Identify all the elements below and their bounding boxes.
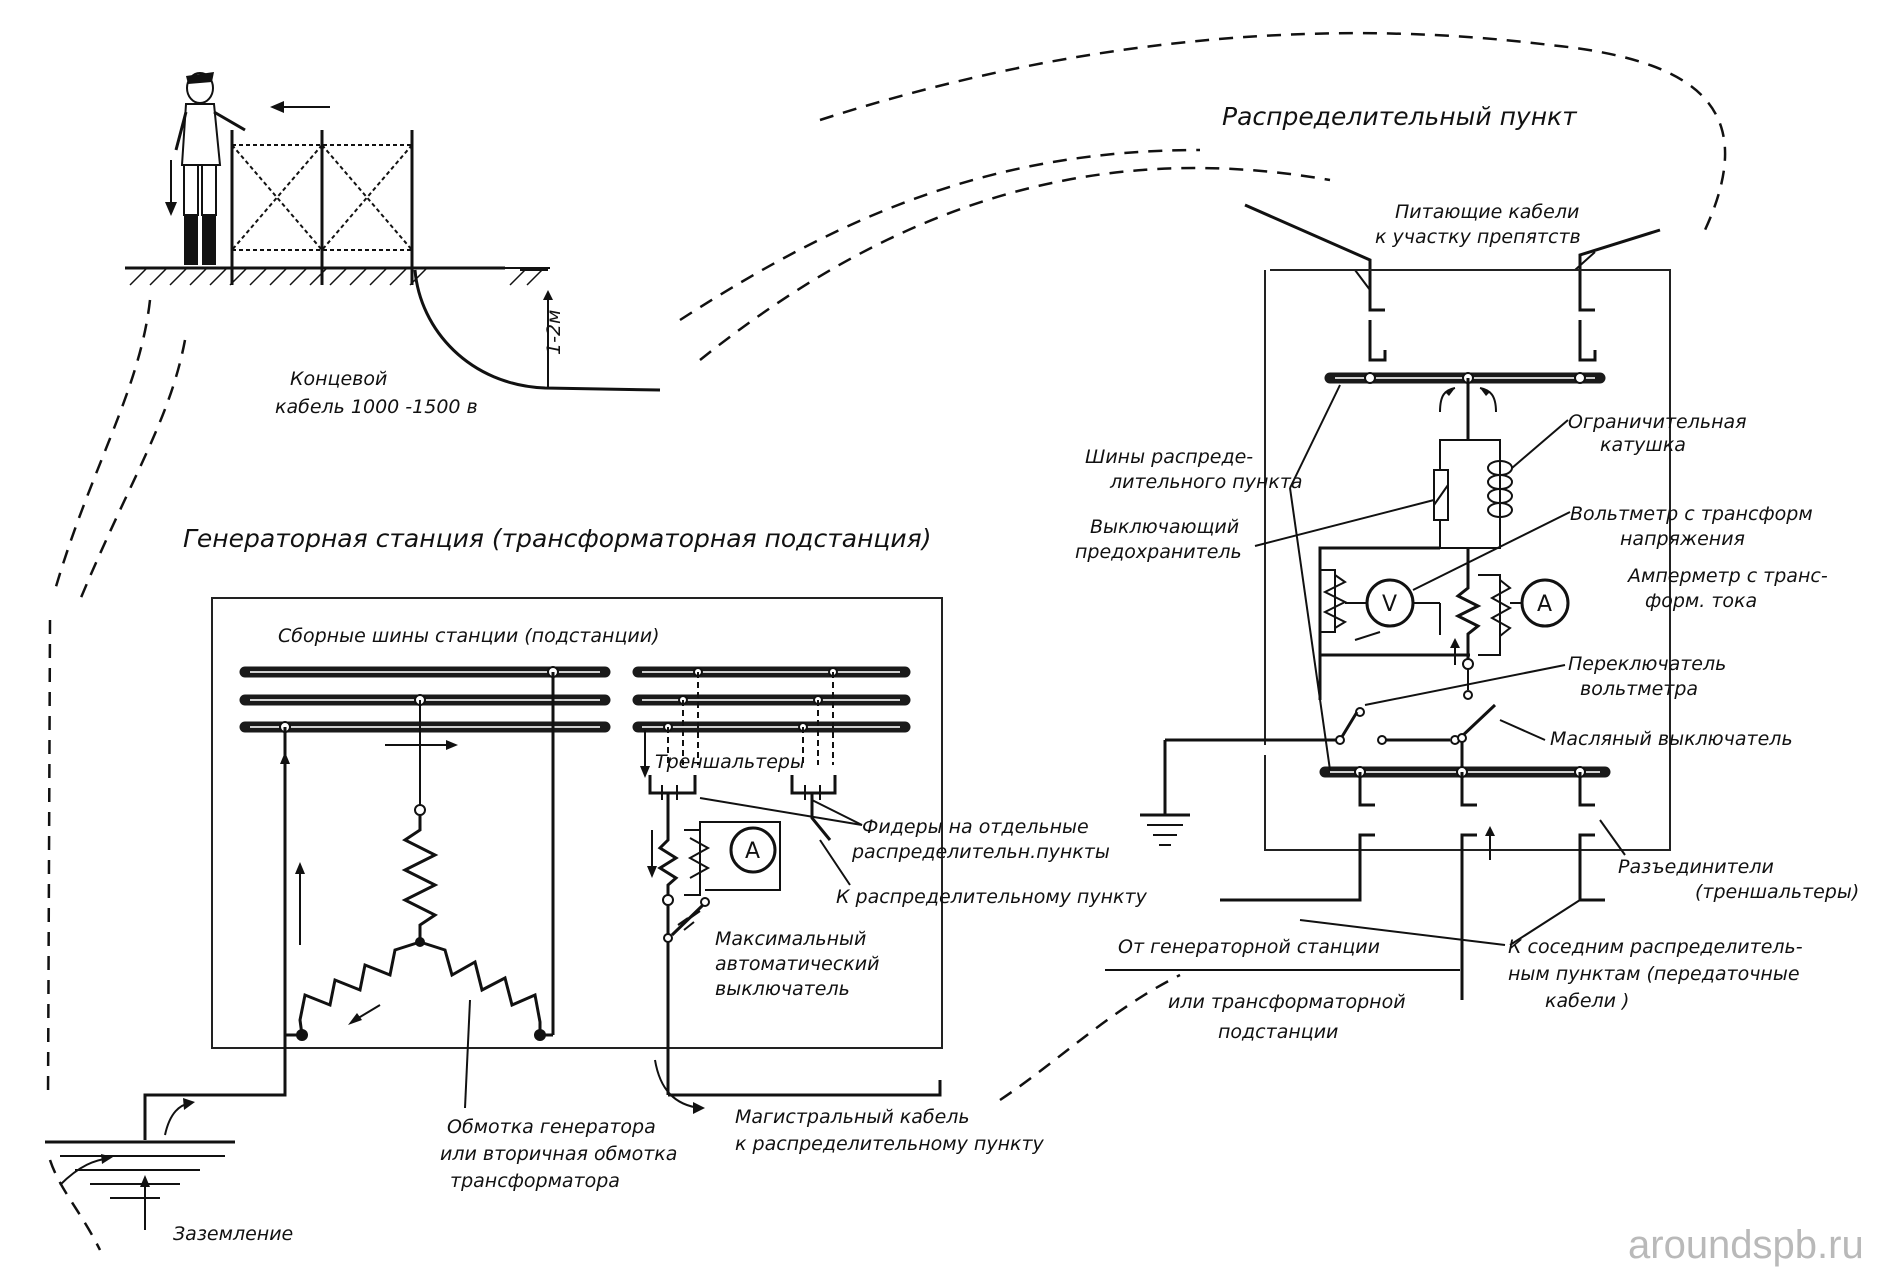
neighbor-label-2: ным пунктам (передаточные bbox=[1508, 963, 1800, 985]
watermark: aroundspb.ru bbox=[1628, 1223, 1864, 1267]
max-breaker-label-2: автоматический bbox=[715, 953, 879, 975]
trunk-cable-label-2: к распределительному пункту bbox=[735, 1133, 1045, 1155]
winding-label-3: трансформатора bbox=[450, 1170, 620, 1192]
feed-cables bbox=[1244, 203, 1661, 291]
max-breaker bbox=[670, 903, 705, 937]
feed-cables-label-1: Питающие кабели bbox=[1395, 201, 1579, 223]
depth-label: 1-2м bbox=[543, 310, 565, 355]
disconnectors-label-2: (треншальтеры) bbox=[1695, 881, 1859, 903]
voltmeter-switch bbox=[1338, 711, 1359, 741]
to-dp-label: К распределительному пункту bbox=[836, 886, 1148, 908]
trunk-cable-label-1: Магистральный кабель bbox=[735, 1106, 970, 1128]
end-cable-label-2: кабель 1000 -1500 в bbox=[275, 396, 478, 418]
from-station-label-3: подстанции bbox=[1218, 1021, 1338, 1043]
end-cable-label-1: Концевой bbox=[290, 368, 387, 390]
oil-switch-label: Масляный выключатель bbox=[1550, 728, 1793, 750]
dp-buses-label-2: лительного пункта bbox=[1109, 471, 1303, 493]
voltmeter-label-1: Вольтметр с трансформ bbox=[1570, 503, 1813, 525]
max-breaker-label-3: выключатель bbox=[715, 978, 850, 1000]
from-station-label-2: или трансформаторной bbox=[1168, 991, 1406, 1013]
fuse-label-2: предохранитель bbox=[1075, 541, 1242, 563]
fuse-label-1: Выключающий bbox=[1090, 516, 1239, 538]
voltmeter-switch-label-1: Переключатель bbox=[1568, 653, 1726, 675]
limiting-coil-label-2: катушка bbox=[1600, 434, 1686, 456]
fence-scene bbox=[125, 72, 661, 392]
feeders-label-2: распределительн.пункты bbox=[851, 841, 1110, 863]
dp-buses-label-1: Шины распреде- bbox=[1085, 446, 1253, 468]
feed-cables-label-2: к участку препятств bbox=[1375, 226, 1581, 248]
distribution-point: V A bbox=[1140, 269, 1671, 1000]
return-current-paths bbox=[46, 31, 1727, 1102]
station-ammeter-symbol: A bbox=[745, 839, 760, 864]
voltmeter-symbol: V bbox=[1382, 592, 1397, 617]
max-breaker-label-1: Максимальный bbox=[715, 928, 866, 950]
voltmeter-switch-label-2: вольтметра bbox=[1580, 678, 1698, 700]
ammeter-label-1: Амперметр с транс- bbox=[1626, 565, 1828, 587]
disconnectors-small-label: Треншальтеры bbox=[655, 751, 805, 773]
distribution-point-title: Распределительный пункт bbox=[1222, 102, 1578, 131]
disconnectors-label-1: Разъединители bbox=[1618, 856, 1774, 878]
limiting-coil-label-1: Ограничительная bbox=[1568, 411, 1747, 433]
feeders-label-1: Фидеры на отдельные bbox=[862, 816, 1089, 838]
voltmeter-label-2: напряжения bbox=[1620, 528, 1745, 550]
neighbor-label-3: кабели ) bbox=[1545, 990, 1629, 1012]
station-grounding bbox=[45, 1035, 287, 1251]
station-buses-label: Сборные шины станции (подстанции) bbox=[278, 625, 659, 647]
oil-switch bbox=[1458, 703, 1497, 740]
ammeter-label-2: форм. тока bbox=[1645, 590, 1757, 612]
grounding-label: Заземление bbox=[173, 1223, 293, 1245]
generator-station: A bbox=[211, 597, 943, 1095]
winding-label-1: Обмотка генератора bbox=[447, 1116, 656, 1138]
generator-station-title: Генераторная станция (трансформаторная п… bbox=[183, 524, 931, 553]
neighbor-label-1: К соседним распределитель- bbox=[1508, 936, 1803, 958]
ammeter-symbol: A bbox=[1537, 592, 1552, 617]
winding-label-2: или вторичная обмотка bbox=[440, 1143, 677, 1165]
station-ammeter-icon bbox=[729, 826, 777, 874]
from-station-label-1: От генераторной станции bbox=[1118, 936, 1380, 958]
soldier-figure bbox=[174, 72, 246, 265]
